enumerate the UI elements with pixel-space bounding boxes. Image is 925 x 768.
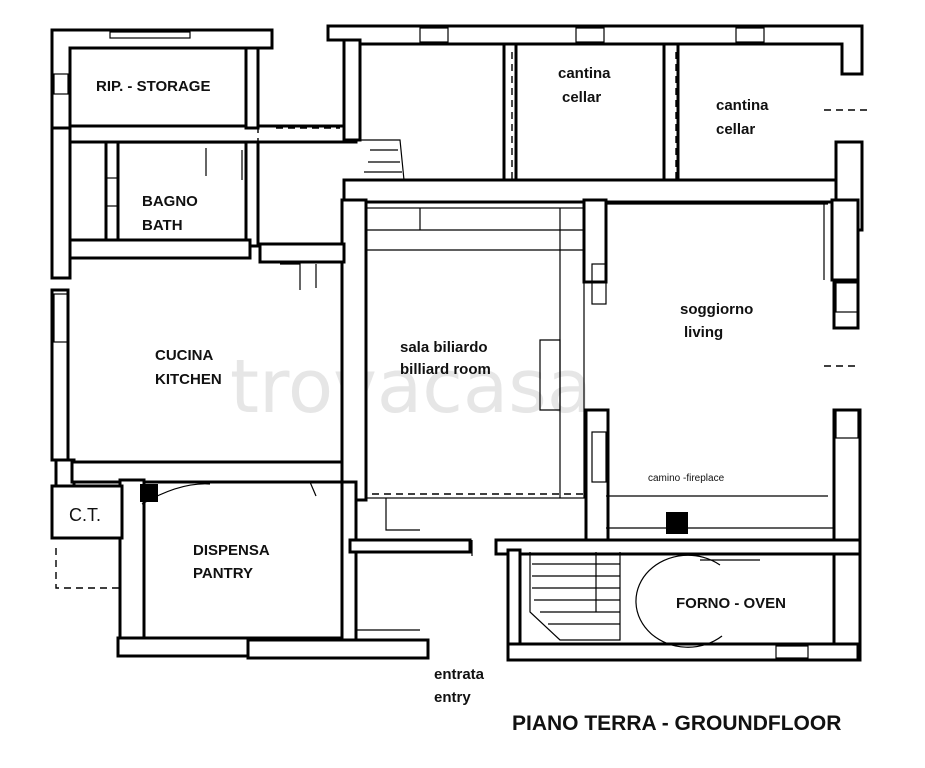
billiard-label-it: sala biliardo [400,339,488,356]
fireplace-label: camino -fireplace [648,473,725,484]
entry-label-en: entry [434,689,471,706]
ct-label: C.T. [69,505,101,525]
cellar1-label-it: cantina [558,65,611,82]
living-label-it: soggiorno [680,301,753,318]
cellar2-label-en: cellar [716,121,755,138]
plan-title: PIANO TERRA - GROUNDFLOOR [512,712,841,735]
storage-label: RIP. - STORAGE [96,78,210,95]
bath-label-en: BATH [142,217,183,234]
details [53,27,870,659]
living-label-en: living [684,324,723,341]
entry-label-it: entrata [434,666,485,683]
billiard-label-en: billiard room [400,361,491,378]
pantry-label-it: DISPENSA [193,542,270,559]
cellar2-label-it: cantina [716,97,769,114]
pantry-label-en: PANTRY [193,565,253,582]
labels: RIP. - STORAGE cantina cellar cantina ce… [69,65,841,735]
oven-label: FORNO - OVEN [676,595,786,612]
watermark: trovacasa [230,344,592,430]
kitchen-label-it: CUCINA [155,347,213,364]
cellar1-label-en: cellar [562,89,601,106]
bath-label-it: BAGNO [142,193,198,210]
kitchen-label-en: KITCHEN [155,371,222,388]
